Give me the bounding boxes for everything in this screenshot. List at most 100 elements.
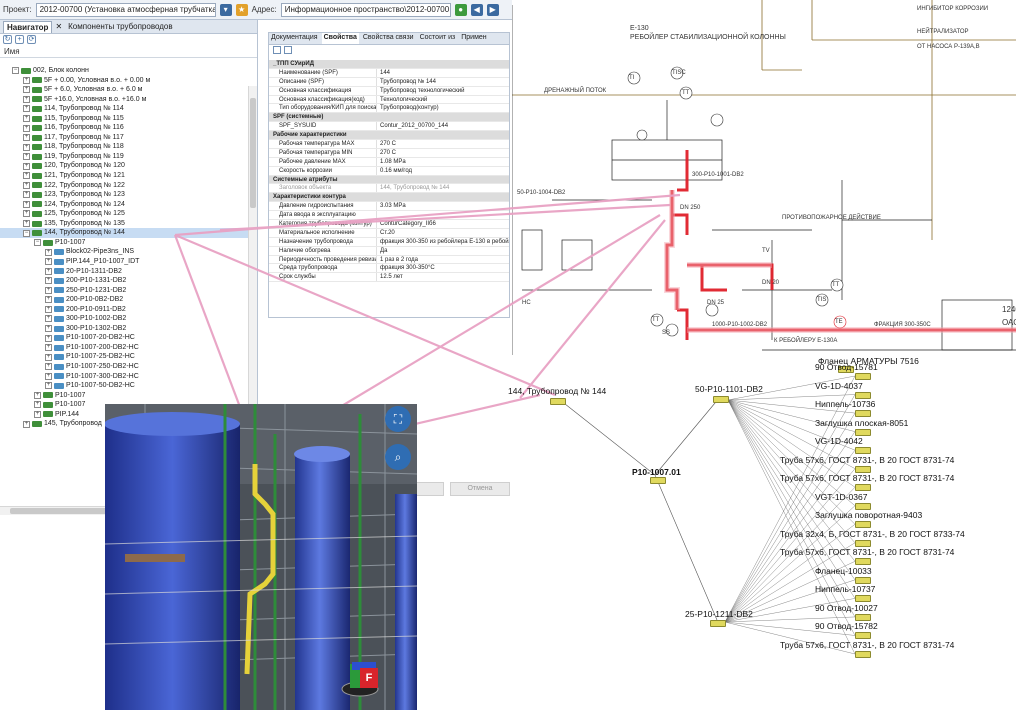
- refresh-icon[interactable]: ↻: [3, 35, 12, 44]
- property-row[interactable]: Описание (SPF)Трубопровод № 144: [269, 77, 509, 87]
- property-value[interactable]: фракция 300-350 из ребойлера Е-130 в реб…: [380, 238, 509, 245]
- fullscreen-icon[interactable]: ⛶: [385, 406, 411, 432]
- collapse-icon[interactable]: −: [12, 67, 19, 75]
- expand-icon[interactable]: +: [45, 286, 52, 294]
- expand-icon[interactable]: +: [23, 105, 30, 113]
- graph-item-node[interactable]: [855, 410, 871, 418]
- property-value[interactable]: Технологический: [380, 96, 428, 103]
- expand-icon[interactable]: +: [34, 410, 41, 418]
- property-value[interactable]: Трубопровод(контур): [380, 105, 439, 112]
- property-value[interactable]: 12.5 лет: [380, 274, 403, 281]
- expand-icon[interactable]: +: [45, 267, 52, 275]
- tab-properties[interactable]: Свойства: [321, 33, 359, 44]
- star-icon[interactable]: ★: [235, 3, 248, 16]
- property-category[interactable]: Рабочие характеристики: [269, 131, 509, 141]
- tree-item[interactable]: +P10-1007-20-DB2-HC: [0, 333, 248, 343]
- tree-item[interactable]: +250-P10-1231-DB2: [0, 286, 248, 296]
- property-value[interactable]: фракция 300-350°С: [380, 265, 435, 272]
- 3d-model-view[interactable]: ⛶ ⌕ F: [105, 404, 417, 710]
- tree-item[interactable]: +P10-1007-250-DB2-HC: [0, 362, 248, 372]
- tree-item[interactable]: +5F + 0.00, Условная в.о. + 0.00 м: [0, 76, 248, 86]
- expand-icon[interactable]: +: [23, 200, 30, 208]
- property-value[interactable]: Ст.20: [380, 229, 395, 236]
- tree-item[interactable]: +122, Трубопровод № 122: [0, 181, 248, 191]
- property-value[interactable]: Contur_2012_00700_144: [380, 123, 449, 130]
- tree-item[interactable]: +PIP.144: [0, 410, 248, 420]
- graph-item-node[interactable]: [855, 502, 871, 510]
- graph-item-node[interactable]: [855, 373, 871, 380]
- tree-item[interactable]: +125, Трубопровод № 125: [0, 209, 248, 219]
- tree-item[interactable]: +116, Трубопровод № 116: [0, 123, 248, 133]
- graph-root-node[interactable]: [550, 398, 566, 405]
- property-category[interactable]: _ТПП СУирИД: [269, 60, 509, 69]
- category-icon[interactable]: [284, 46, 292, 54]
- tab-link-properties[interactable]: Свойства связи: [362, 34, 414, 41]
- graph-header-node[interactable]: [838, 366, 854, 373]
- expand-icon[interactable]: +: [45, 334, 52, 342]
- property-category[interactable]: SPF (системные): [269, 113, 509, 123]
- tree-item[interactable]: −P10-1007: [0, 238, 248, 248]
- tree-item[interactable]: +P10-1007: [0, 391, 248, 401]
- tree-item[interactable]: +114, Трубопровод № 114: [0, 104, 248, 114]
- expand-icon[interactable]: +: [34, 391, 41, 399]
- tree-item[interactable]: +200-P10-1331-DB2: [0, 276, 248, 286]
- expand-icon[interactable]: +: [45, 353, 52, 361]
- expand-icon[interactable]: +: [45, 248, 52, 256]
- tree-item[interactable]: +121, Трубопровод № 121: [0, 171, 248, 181]
- expand-icon[interactable]: +: [23, 420, 30, 428]
- tree-item[interactable]: +124, Трубопровод № 124: [0, 200, 248, 210]
- view-cube-icon[interactable]: F: [350, 662, 378, 688]
- expand-icon[interactable]: +: [23, 153, 30, 161]
- collapse-icon[interactable]: −: [34, 239, 41, 247]
- graph-item-node[interactable]: [855, 484, 871, 492]
- tree-item[interactable]: +145, Трубопровод: [0, 419, 248, 429]
- tree-item[interactable]: +P10-1007-200-DB2-HC: [0, 343, 248, 353]
- graph-item-node[interactable]: [855, 576, 871, 584]
- tree-item[interactable]: +300-P10-1302-DB2: [0, 324, 248, 334]
- graph-branch1-node[interactable]: [713, 396, 729, 403]
- cancel-button[interactable]: Отмена: [450, 482, 510, 496]
- property-value[interactable]: ConturCategory_IIб6: [380, 221, 436, 228]
- tree-item[interactable]: +120, Трубопровод № 120: [0, 161, 248, 171]
- graph-branch2-node[interactable]: [710, 620, 726, 627]
- sort-icon[interactable]: [273, 46, 281, 54]
- tree-item[interactable]: +P10-1007: [0, 400, 248, 410]
- tree-item[interactable]: +200-P10-0B2-DB2: [0, 295, 248, 305]
- expand-icon[interactable]: +: [23, 181, 30, 189]
- graph-item-node[interactable]: [855, 539, 871, 547]
- graph-item-node[interactable]: [855, 595, 871, 603]
- property-row[interactable]: Основная классификация(код)Технологическ…: [269, 95, 509, 105]
- tree-item[interactable]: +PIP.144_P10-1007_IDT: [0, 257, 248, 267]
- tree-item[interactable]: +Block02-Pipe3ns_INS: [0, 247, 248, 257]
- tab-components[interactable]: Компоненты трубопроводов: [68, 22, 173, 31]
- expand-icon[interactable]: +: [23, 134, 30, 142]
- property-category[interactable]: Характеристики контура: [269, 193, 509, 203]
- expand-icon[interactable]: +: [23, 95, 30, 103]
- zoom-search-icon[interactable]: ⌕: [385, 444, 411, 470]
- graph-item-node[interactable]: [855, 521, 871, 529]
- expand-icon[interactable]: +: [45, 344, 52, 352]
- tree-item[interactable]: +P10-1007-25-DB2-HC: [0, 352, 248, 362]
- tree-item[interactable]: +5F + 6.0, Условная в.о. + 6.0 м: [0, 85, 248, 95]
- tree-item[interactable]: +5F +16.0, Условная в.о. +16.0 м: [0, 95, 248, 105]
- property-row[interactable]: Наименование (SPF)144: [269, 68, 509, 78]
- tree-item[interactable]: −144, Трубопровод № 144: [0, 228, 248, 238]
- expand-icon[interactable]: +: [45, 315, 52, 323]
- expand-icon[interactable]: +: [23, 115, 30, 122]
- expand-icon[interactable]: +: [23, 143, 30, 151]
- tree-item[interactable]: +200-P10-0911-DB2: [0, 305, 248, 315]
- tree-item[interactable]: +P10-1007-300-DB2-HC: [0, 372, 248, 382]
- collapse-icon[interactable]: −: [23, 229, 30, 237]
- property-value[interactable]: 1 раз в 2 года: [380, 256, 418, 263]
- property-value[interactable]: Трубопровод технологический: [380, 87, 465, 94]
- property-value[interactable]: 3.03 MPa: [380, 203, 406, 210]
